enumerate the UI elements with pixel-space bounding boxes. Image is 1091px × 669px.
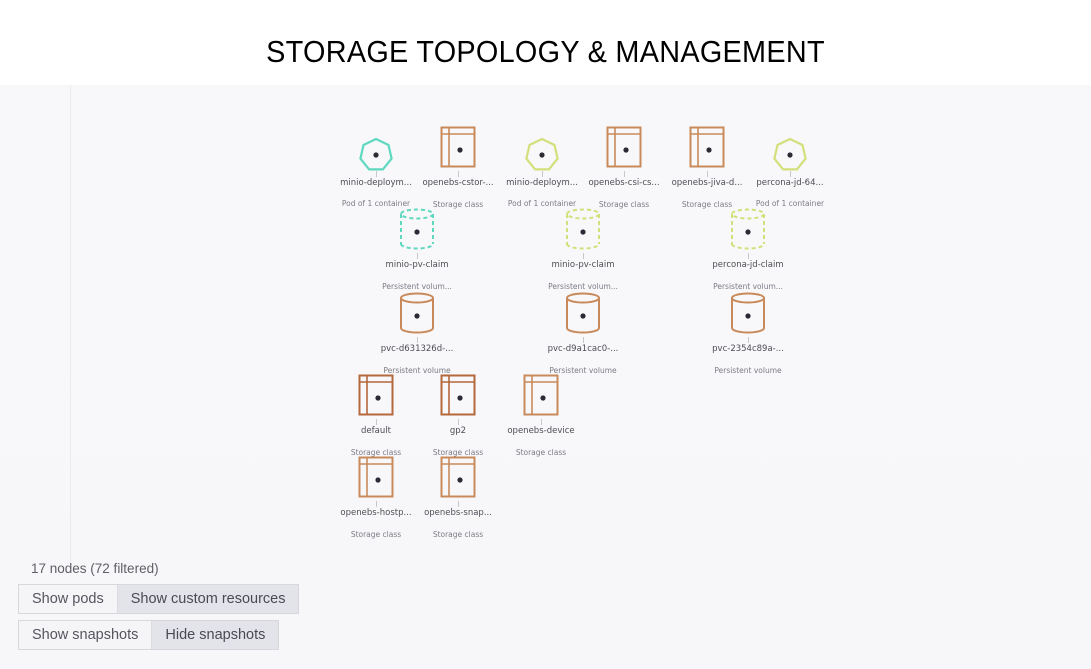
storage-class-icon bbox=[523, 374, 559, 416]
node-type: Storage class bbox=[350, 448, 402, 457]
node-name: minio-pv-claim bbox=[551, 260, 615, 270]
node-name: minio-deploym... bbox=[340, 178, 412, 188]
node-type: Storage class bbox=[350, 530, 402, 539]
node-type: Pod of 1 container bbox=[507, 199, 577, 208]
node-connector bbox=[790, 171, 791, 177]
volume-icon bbox=[399, 292, 435, 334]
node-name: openebs-jiva-d... bbox=[671, 178, 743, 188]
node-connector bbox=[748, 253, 749, 259]
node-name: percona-jd-claim bbox=[712, 260, 784, 270]
volume-icon bbox=[565, 292, 601, 334]
node-type: Persistent volum... bbox=[382, 282, 452, 291]
node-connector bbox=[583, 253, 584, 259]
node-name: openebs-csi-cs... bbox=[588, 178, 660, 188]
node-connector bbox=[542, 171, 543, 177]
storage-class-icon bbox=[440, 456, 476, 498]
node-type: Pod of 1 container bbox=[755, 199, 825, 208]
storage-class-icon bbox=[689, 126, 725, 168]
snapshot-toggle-group: Show snapshots Hide snapshots bbox=[18, 620, 280, 650]
node-count-summary: 17 nodes (72 filtered) bbox=[31, 561, 159, 576]
storage-class-icon bbox=[440, 374, 476, 416]
node-connector bbox=[376, 419, 377, 425]
node-connector bbox=[376, 171, 377, 177]
node-name: openebs-snap... bbox=[424, 508, 492, 518]
node-type: Storage class bbox=[681, 200, 733, 209]
volume-icon bbox=[730, 292, 766, 334]
pv-claim-icon bbox=[565, 208, 601, 250]
node-connector bbox=[417, 253, 418, 259]
node-type: Persistent volume bbox=[383, 366, 451, 375]
storage-class-icon bbox=[606, 126, 642, 168]
storage-class-icon bbox=[440, 126, 476, 168]
node-connector bbox=[376, 501, 377, 507]
node-type: Persistent volume bbox=[714, 366, 782, 375]
node-name: minio-pv-claim bbox=[385, 260, 449, 270]
hide-snapshots-button[interactable]: Hide snapshots bbox=[151, 621, 279, 649]
page-title: STORAGE TOPOLOGY & MANAGEMENT bbox=[266, 34, 825, 69]
node-name: openebs-cstor-... bbox=[422, 178, 494, 188]
node-name: pvc-d9a1cac0-... bbox=[547, 344, 619, 354]
pod-icon bbox=[524, 133, 560, 175]
node-name: percona-jd-64... bbox=[756, 178, 824, 188]
node-name: default bbox=[361, 426, 391, 436]
show-pods-button[interactable]: Show pods bbox=[32, 591, 104, 607]
node-name: openebs-hostp... bbox=[340, 508, 412, 518]
node-connector bbox=[624, 171, 625, 177]
node-connector bbox=[541, 419, 542, 425]
node-type: Persistent volum... bbox=[548, 282, 618, 291]
node-connector bbox=[458, 171, 459, 177]
node-type: Persistent volum... bbox=[713, 282, 783, 291]
node-type: Storage class bbox=[432, 448, 484, 457]
node-type: Persistent volume bbox=[549, 366, 617, 375]
node-name: minio-deploym... bbox=[506, 178, 578, 188]
node-type: Storage class bbox=[598, 200, 650, 209]
node-connector bbox=[583, 337, 584, 343]
storage-class-icon bbox=[358, 456, 394, 498]
node-connector bbox=[417, 337, 418, 343]
node-connector bbox=[458, 501, 459, 507]
show-snapshots-button[interactable]: Show snapshots bbox=[32, 627, 139, 643]
storage-class-icon bbox=[358, 374, 394, 416]
pod-icon bbox=[772, 133, 808, 175]
node-type: Storage class bbox=[432, 530, 484, 539]
node-connector bbox=[458, 419, 459, 425]
node-name: pvc-2354c89a-... bbox=[712, 344, 784, 354]
pv-claim-icon bbox=[730, 208, 766, 250]
node-type: Storage class bbox=[515, 448, 567, 457]
node-type: Pod of 1 container bbox=[341, 199, 411, 208]
node-connector bbox=[707, 171, 708, 177]
show-custom-resources-button[interactable]: Show custom resources bbox=[116, 585, 299, 613]
resource-toggle-group: Show pods Show custom resources bbox=[18, 584, 300, 614]
pod-icon bbox=[358, 133, 394, 175]
pv-claim-icon bbox=[399, 208, 435, 250]
panel-divider bbox=[70, 85, 71, 565]
node-name: gp2 bbox=[449, 426, 467, 436]
node-name: openebs-device bbox=[507, 426, 575, 436]
node-connector bbox=[748, 337, 749, 343]
node-type: Storage class bbox=[432, 200, 484, 209]
node-name: pvc-d631326d-... bbox=[380, 344, 454, 354]
